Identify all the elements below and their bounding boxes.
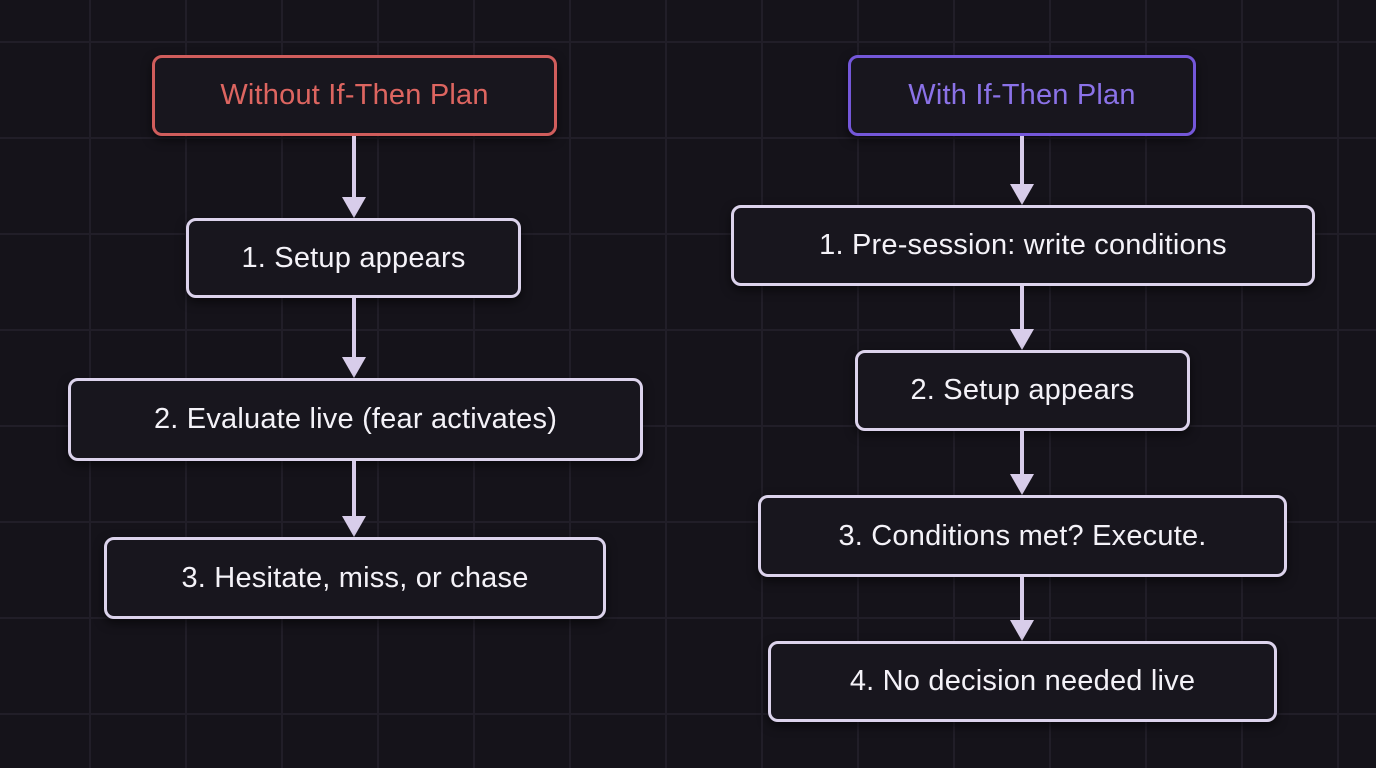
right-step-4: 4. No decision needed live [768,641,1277,722]
left-step-2: 2. Evaluate live (fear activates) [68,378,643,461]
right-step-2-label: 2. Setup appears [910,374,1135,406]
arrow-head [1010,184,1034,205]
arrow-head [1010,329,1034,350]
left-column-title-label: Without If-Then Plan [220,79,489,111]
arrow-shaft [352,461,356,516]
arrow-down-icon [1010,136,1034,205]
right-step-3-label: 3. Conditions met? Execute. [838,519,1207,552]
right-step-1: 1. Pre-session: write conditions [731,205,1315,286]
arrow-head [342,516,366,537]
left-step-1: 1. Setup appears [186,218,521,298]
left-column-title: Without If-Then Plan [152,55,557,136]
arrow-down-icon [342,136,366,218]
arrow-shaft [1020,577,1024,620]
left-step-2-label: 2. Evaluate live (fear activates) [153,403,558,435]
arrow-shaft [1020,431,1024,474]
right-step-1-label: 1. Pre-session: write conditions [819,229,1227,261]
left-step-1-label: 1. Setup appears [241,241,466,274]
arrow-head [1010,620,1034,641]
arrow-shaft [1020,286,1024,329]
right-step-2: 2. Setup appears [855,350,1190,431]
right-step-3: 3. Conditions met? Execute. [758,495,1287,577]
arrow-down-icon [342,298,366,378]
arrow-head [342,357,366,378]
arrow-down-icon [1010,431,1034,495]
arrow-shaft [1020,136,1024,184]
left-step-3-label: 3. Hesitate, miss, or chase [181,561,529,594]
right-column-title-label: With If-Then Plan [908,79,1136,111]
arrow-shaft [352,298,356,357]
arrow-head [342,197,366,218]
arrow-down-icon [1010,286,1034,350]
right-column-title: With If-Then Plan [848,55,1196,136]
right-step-4-label: 4. No decision needed live [849,665,1196,697]
arrow-head [1010,474,1034,495]
arrow-down-icon [342,461,366,537]
left-step-3: 3. Hesitate, miss, or chase [104,537,606,619]
arrow-down-icon [1010,577,1034,641]
arrow-shaft [352,136,356,197]
